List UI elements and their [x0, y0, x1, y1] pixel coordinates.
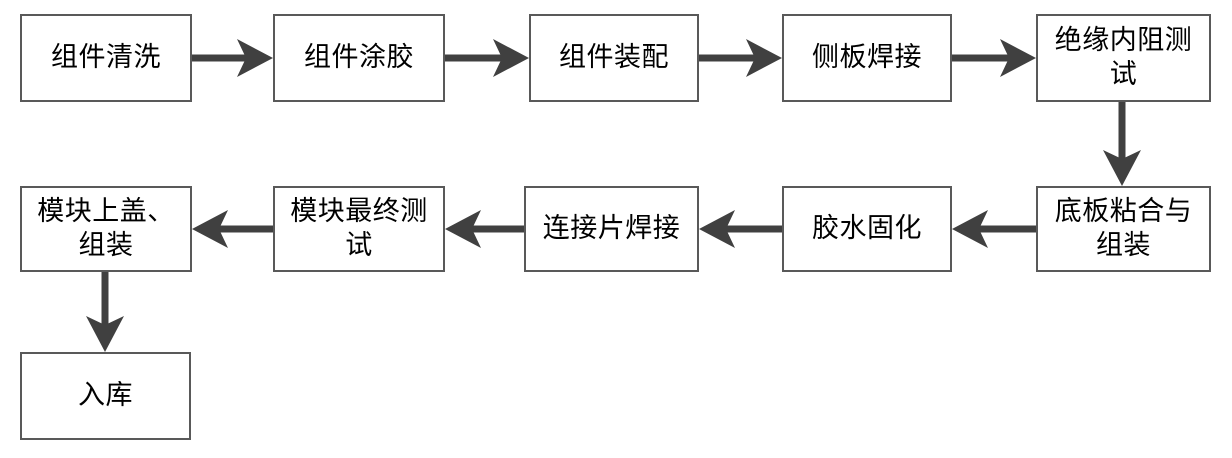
flow-arrow-n2-to-n3: [445, 39, 529, 77]
process-node-label: 组件清洗: [51, 42, 161, 73]
arrow-head-icon: [445, 210, 481, 248]
flow-arrow-n5-to-n6: [1103, 102, 1141, 186]
process-node-label: 入库: [78, 380, 133, 411]
arrow-head-icon: [1000, 39, 1036, 77]
flow-arrow-n1-to-n2: [192, 39, 273, 77]
arrow-head-icon: [746, 39, 782, 77]
flow-arrow-n8-to-n9: [445, 210, 524, 248]
arrow-head-icon: [1103, 150, 1141, 186]
flow-arrow-n10-to-n11: [86, 272, 124, 352]
process-node-n11[interactable]: 入库: [20, 352, 191, 440]
process-node-label: 连接片焊接: [542, 213, 681, 244]
flow-arrow-n6-to-n7: [952, 210, 1036, 248]
process-node-n5[interactable]: 绝缘内阻测 试: [1036, 14, 1211, 102]
process-node-n1[interactable]: 组件清洗: [20, 14, 192, 102]
process-node-label: 胶水固化: [812, 213, 922, 244]
arrow-head-icon: [192, 210, 228, 248]
process-node-n10[interactable]: 模块上盖、 组装: [20, 186, 192, 272]
process-node-label: 模块最终测 试: [290, 196, 428, 260]
arrow-head-icon: [493, 39, 529, 77]
arrow-head-icon: [699, 210, 735, 248]
flow-arrow-n3-to-n4: [699, 39, 782, 77]
process-node-n6[interactable]: 底板粘合与 组装: [1036, 186, 1211, 272]
flow-arrow-n7-to-n8: [699, 210, 782, 248]
process-node-label: 组件涂胶: [304, 42, 414, 73]
process-node-label: 模块上盖、 组装: [37, 196, 175, 260]
process-node-label: 侧板焊接: [812, 42, 922, 73]
arrow-head-icon: [237, 39, 273, 77]
process-node-n9[interactable]: 模块最终测 试: [273, 186, 445, 272]
process-node-n2[interactable]: 组件涂胶: [273, 14, 445, 102]
flow-arrow-n4-to-n5: [952, 39, 1036, 77]
process-node-n4[interactable]: 侧板焊接: [782, 14, 952, 102]
arrow-head-icon: [86, 316, 124, 352]
arrow-head-icon: [952, 210, 988, 248]
process-node-n7[interactable]: 胶水固化: [782, 186, 952, 272]
process-node-label: 底板粘合与 组装: [1054, 196, 1193, 260]
flow-arrow-n9-to-n10: [192, 210, 273, 248]
process-node-label: 绝缘内阻测 试: [1054, 25, 1193, 89]
process-node-n3[interactable]: 组件装配: [529, 14, 699, 102]
process-node-n8[interactable]: 连接片焊接: [524, 186, 699, 272]
process-node-label: 组件装配: [559, 42, 669, 73]
